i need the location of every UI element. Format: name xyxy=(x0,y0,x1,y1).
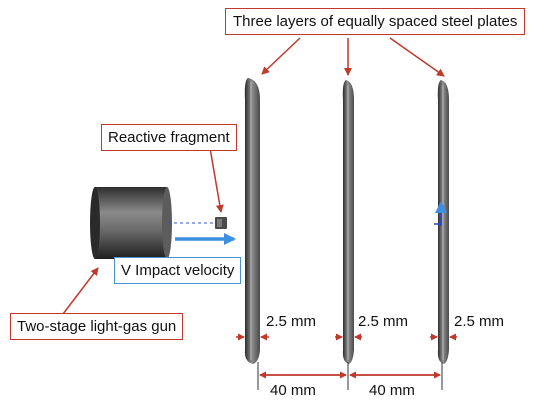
thickness-label-1: 2.5 mm xyxy=(266,313,317,330)
plate-1-callout-arrow xyxy=(261,37,301,75)
thickness-label-3: 2.5 mm xyxy=(454,313,505,330)
gun-label: Two-stage light-gas gun xyxy=(10,313,184,340)
steel-plate-1 xyxy=(244,78,260,364)
spacing-label-2: 40 mm xyxy=(369,382,415,399)
spacing-dimension-lines xyxy=(257,362,443,390)
plate-3-callout-arrow xyxy=(389,37,445,77)
steel-plate-2 xyxy=(342,80,354,364)
thickness-label-2: 2.5 mm xyxy=(358,313,409,330)
velocity-label: V Impact velocity xyxy=(114,257,242,284)
plates-label: Three layers of equally spaced steel pla… xyxy=(225,8,526,35)
light-gas-gun xyxy=(90,187,172,259)
reactive-fragment xyxy=(215,217,227,229)
spacing-label-1: 40 mm xyxy=(270,382,316,399)
fragment-callout-arrow xyxy=(209,147,224,213)
fragment-label: Reactive fragment xyxy=(101,124,237,151)
steel-plate-3 xyxy=(434,80,449,364)
gun-callout-arrow xyxy=(62,267,99,315)
